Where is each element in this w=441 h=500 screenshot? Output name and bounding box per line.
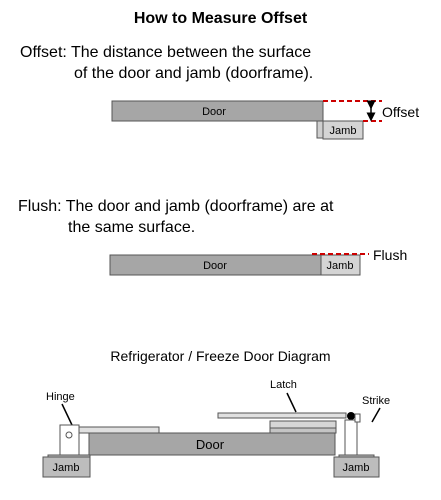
- page-title: How to Measure Offset: [133, 10, 308, 27]
- right-jamb-label: Jamb: [343, 462, 370, 474]
- flush-jamb-label: Jamb: [327, 260, 354, 272]
- offset-jamb-block: [322, 120, 364, 140]
- offset-jamb-label: Jamb: [330, 125, 357, 137]
- latch-label: Latch: [270, 379, 297, 391]
- flush-diagram: Door Jamb Flush: [109, 247, 407, 276]
- flush-measure-label: Flush: [373, 247, 407, 263]
- left-jamb-block: [42, 456, 91, 478]
- offset-door-panel: [111, 100, 324, 122]
- strike-pointer-line: [371, 407, 381, 423]
- hinge-arm: [78, 426, 160, 434]
- latch-body-upper: [269, 420, 337, 429]
- hinge-pin: [65, 431, 73, 439]
- offset-definition-line2: of the door and jamb (doorframe).: [74, 65, 314, 82]
- hinge-pointer-line: [61, 403, 73, 426]
- fridge-diagram-title: Refrigerator / Freeze Door Diagram: [110, 348, 331, 364]
- strike-post: [344, 419, 358, 457]
- left-jamb-label: Jamb: [53, 462, 80, 474]
- hinge-label: Hinge: [46, 391, 75, 403]
- strike-label: Strike: [362, 395, 390, 407]
- fridge-door-panel: [88, 432, 336, 456]
- flush-door-label: Door: [203, 260, 227, 272]
- flush-definition-line2: the same surface.: [68, 219, 196, 236]
- latch-body-lower: [269, 427, 337, 434]
- latch-handle-bar: [217, 412, 347, 419]
- hinge-body: [59, 424, 80, 456]
- flush-definition-line1: Flush: The door and jamb (doorframe) are…: [18, 198, 334, 215]
- offset-door-label: Door: [202, 106, 226, 118]
- offset-measure-label: Offset: [382, 104, 419, 120]
- strike-hook: [354, 413, 361, 423]
- fridge-diagram: Hinge Jamb Door Latch Strike Jamb: [42, 379, 390, 478]
- right-jamb-block: [333, 456, 380, 478]
- latch-pivot: [347, 412, 355, 420]
- fridge-door-label: Door: [196, 437, 225, 452]
- latch-pointer-line: [286, 392, 297, 413]
- offset-definition-line1: Offset: The distance between the surface: [20, 44, 312, 61]
- offset-diagram: Door Jamb Offset: [111, 100, 419, 140]
